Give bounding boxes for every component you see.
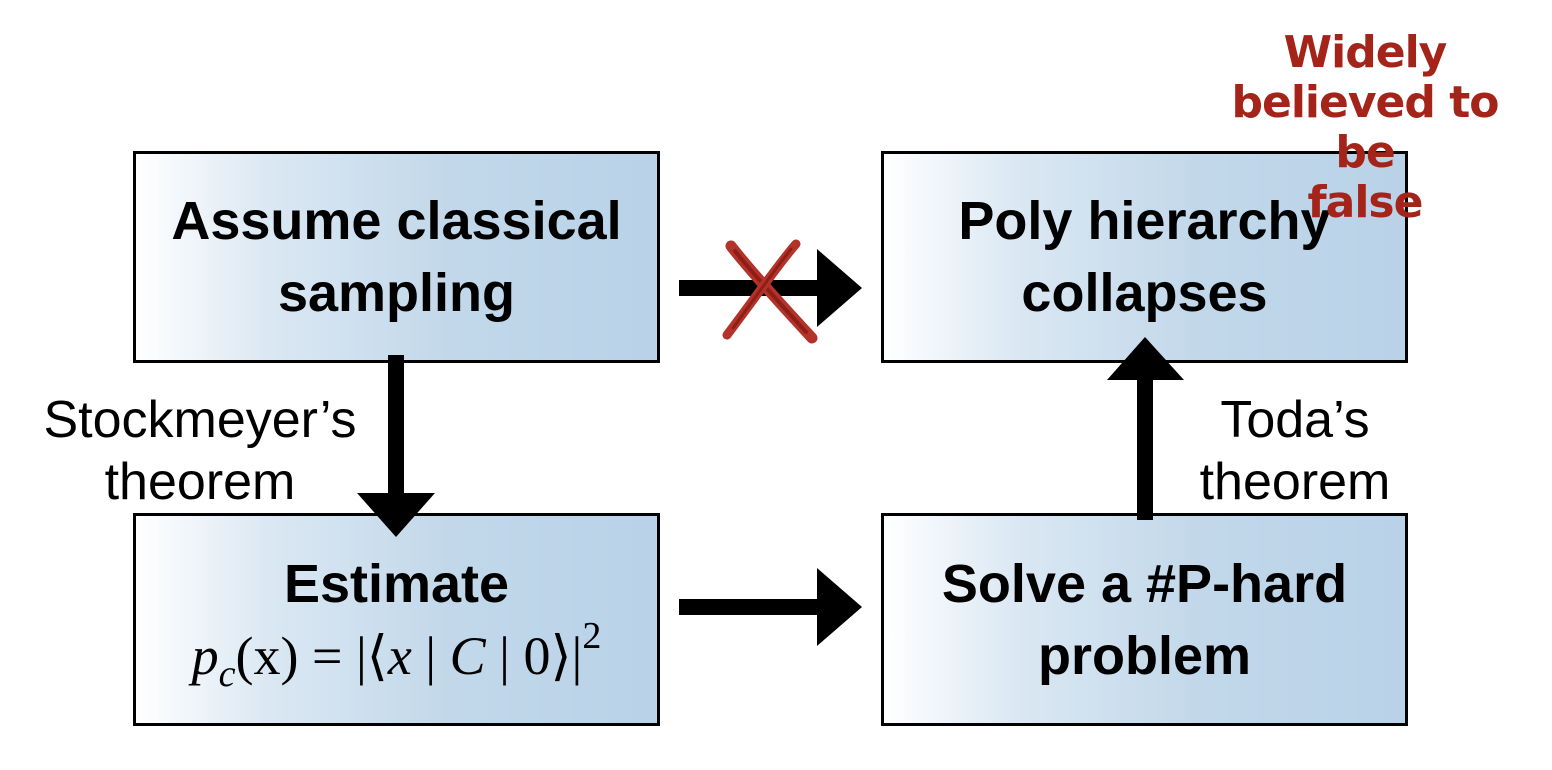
formula-sub: c	[218, 652, 236, 695]
note-widely-believed-false: Widely believed to be false	[1195, 28, 1535, 228]
cross-icon	[722, 239, 818, 344]
estimate-formula: pc(x) = |⟨x | C | 0⟩|2	[191, 617, 602, 695]
arrow-assume-to-estimate	[357, 355, 435, 537]
box-poly-hierarchy-collapses: Poly hierarchy collapses	[881, 151, 1408, 363]
formula-bar: |	[411, 625, 450, 686]
note-line1: Widely	[1283, 27, 1448, 78]
box-solve-line2: problem	[1037, 625, 1252, 686]
label-stockmeyer-line2: theorem	[104, 453, 296, 511]
box-poly-line1: Poly hierarchy	[958, 191, 1331, 251]
box-estimate: Estimate pc(x) = |⟨x | C | 0⟩|2	[133, 513, 660, 726]
box-assume-line1: Assume classical	[171, 191, 622, 251]
box-solve-p-hard-problem: Solve a #P-hard problem	[881, 513, 1408, 726]
formula-sup: 2	[582, 614, 602, 657]
box-poly-line2: collapses	[1021, 263, 1268, 323]
formula-p: p	[191, 625, 219, 686]
label-todas-theorem: Toda’s theorem	[1180, 389, 1410, 513]
formula-tail: | 0⟩|	[485, 625, 583, 686]
note-line2: believed to be	[1231, 77, 1500, 178]
formula-x: x	[387, 625, 412, 686]
formula-c: C	[449, 625, 486, 686]
label-toda-line2: theorem	[1199, 453, 1391, 511]
label-toda-line1: Toda’s	[1220, 391, 1370, 449]
box-solve-line1: Solve a #P-hard	[941, 553, 1348, 614]
box-assume-line2: sampling	[277, 263, 516, 323]
arrow-assume-to-poly	[679, 249, 862, 327]
formula-arg: (x) = |⟨	[235, 625, 388, 686]
label-stockmeyer-line1: Stockmeyer’s	[43, 391, 357, 449]
arrow-estimate-to-solve	[679, 568, 862, 646]
label-stockmeyers-theorem: Stockmeyer’s theorem	[10, 389, 390, 513]
arrow-solve-to-poly	[1107, 337, 1184, 520]
note-line3: false	[1307, 177, 1424, 228]
box-estimate-line1: Estimate	[283, 553, 510, 614]
box-assume-classical-sampling: Assume classical sampling	[133, 151, 660, 363]
